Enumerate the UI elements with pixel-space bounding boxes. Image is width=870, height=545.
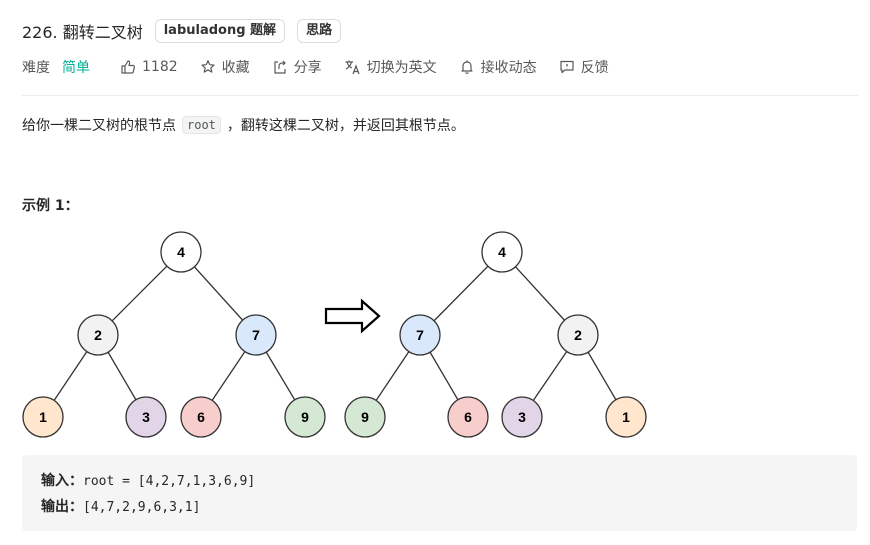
tree-node: 1 — [22, 396, 64, 438]
example-code-block: 输入：root = [4,2,7,1,3,6,9] 输出：[4,7,2,9,6,… — [22, 455, 857, 531]
transform-arrow-icon — [324, 298, 381, 334]
translate-label: 切换为英文 — [366, 60, 437, 76]
share-label: 分享 — [293, 60, 322, 76]
solution-tag[interactable]: labuladong 题解 — [154, 19, 286, 43]
favorite-label: 收藏 — [221, 60, 250, 76]
tree-node: 3 — [501, 396, 543, 438]
tree-node: 1 — [605, 396, 647, 438]
description-text-before: 给你一棵二叉树的根节点 — [22, 118, 176, 134]
difficulty-label: 难度 — [22, 60, 50, 76]
node-label: 4 — [177, 244, 185, 260]
feedback-icon — [560, 60, 574, 74]
tree-node: 9 — [344, 396, 386, 438]
subscribe-label: 接收动态 — [480, 60, 537, 76]
tree-after-nodes: 4 7 2 9 6 3 1 — [344, 231, 647, 438]
like-button[interactable]: 1182 — [120, 59, 178, 75]
node-label: 7 — [416, 327, 424, 343]
example-input-line: 输入：root = [4,2,7,1,3,6,9] — [41, 470, 255, 490]
node-label: 3 — [142, 409, 150, 425]
tree-before-nodes: 4 2 7 1 3 6 9 — [22, 231, 326, 438]
problem-meta-bar: 难度 简单 1182 收藏 分享 切换为英文 接收动态 — [22, 56, 631, 78]
node-label: 7 — [252, 327, 260, 343]
node-label: 1 — [622, 409, 630, 425]
node-label: 1 — [39, 409, 47, 425]
tree-node: 4 — [160, 231, 202, 273]
output-label: 输出： — [41, 499, 83, 515]
share-icon — [274, 60, 286, 74]
translate-icon — [345, 60, 360, 75]
tree-node: 4 — [481, 231, 523, 273]
problem-header: 226. 翻转二叉树 labuladong 题解 思路 — [22, 17, 353, 45]
tree-node: 6 — [447, 396, 489, 438]
input-value: root = [4,2,7,1,3,6,9] — [83, 474, 256, 489]
favorite-button[interactable]: 收藏 — [200, 57, 250, 77]
description-text-after: ，翻转这棵二叉树，并返回其根节点。 — [226, 118, 465, 134]
tree-node: 6 — [180, 396, 222, 438]
output-value: [4,7,2,9,6,3,1] — [83, 500, 201, 515]
thumbs-up-icon — [121, 60, 135, 74]
tree-node: 7 — [399, 314, 441, 356]
node-label: 3 — [518, 409, 526, 425]
subscribe-button[interactable]: 接收动态 — [459, 57, 537, 77]
translate-button[interactable]: 切换为英文 — [344, 57, 437, 77]
node-label: 9 — [301, 409, 309, 425]
hint-tag[interactable]: 思路 — [297, 19, 342, 43]
tree-node: 2 — [77, 314, 119, 356]
input-label: 输入： — [41, 473, 83, 489]
feedback-button[interactable]: 反馈 — [559, 57, 609, 77]
inline-code-root: root — [182, 116, 221, 134]
example-output-line: 输出：[4,7,2,9,6,3,1] — [41, 496, 200, 516]
problem-description: 给你一棵二叉树的根节点 root ，翻转这棵二叉树，并返回其根节点。 — [22, 115, 465, 135]
problem-title: 226. 翻转二叉树 — [22, 23, 143, 42]
star-icon — [201, 60, 215, 73]
bell-icon — [461, 60, 473, 74]
tree-node: 3 — [125, 396, 167, 438]
tree-diagram: 4 2 7 1 3 6 9 4 7 2 9 6 3 1 — [22, 231, 647, 438]
difficulty-value: 简单 — [62, 60, 90, 76]
node-label: 4 — [498, 244, 506, 260]
tree-node: 7 — [235, 314, 277, 356]
share-button[interactable]: 分享 — [272, 57, 322, 77]
node-label: 2 — [94, 327, 102, 343]
example-title: 示例 1： — [22, 198, 79, 214]
node-label: 2 — [574, 327, 582, 343]
tree-node: 9 — [284, 396, 326, 438]
node-label: 6 — [197, 409, 205, 425]
tree-node: 2 — [557, 314, 599, 356]
header-divider — [22, 95, 858, 96]
node-label: 9 — [361, 409, 369, 425]
like-count: 1182 — [142, 59, 178, 75]
feedback-label: 反馈 — [580, 60, 609, 76]
node-label: 6 — [464, 409, 472, 425]
